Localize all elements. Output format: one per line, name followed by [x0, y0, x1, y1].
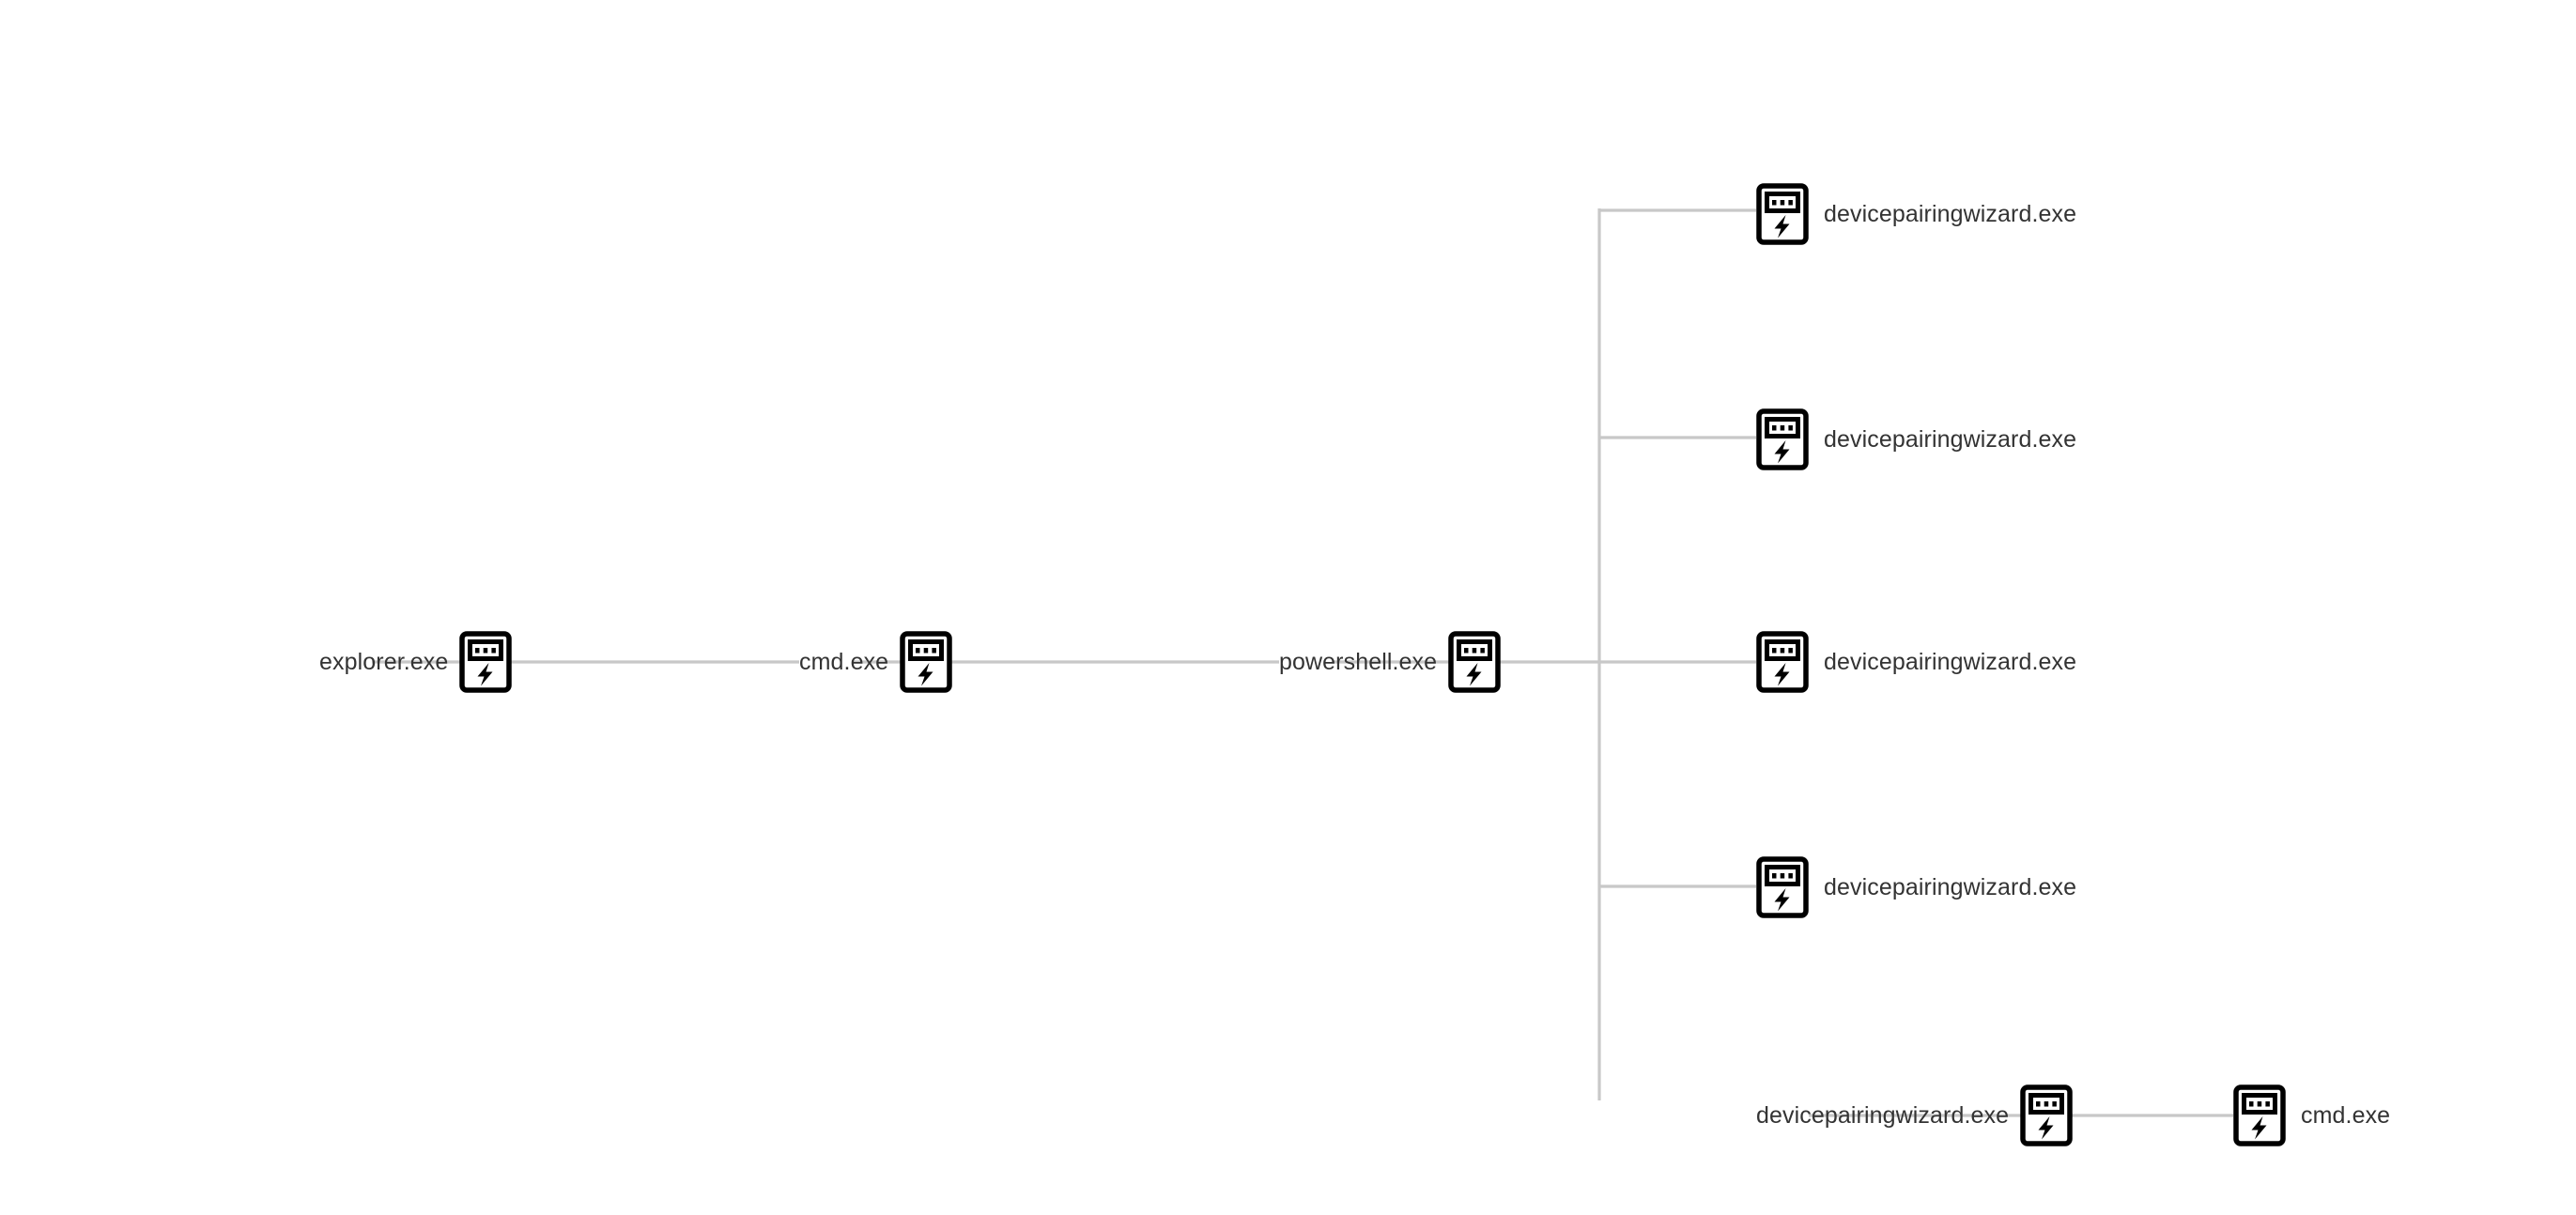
process-monitor-lightning-icon: [459, 631, 513, 693]
node-label: powershell.exe: [1279, 648, 1438, 675]
node-label: explorer.exe: [319, 648, 449, 675]
process-monitor-lightning-icon: [1448, 631, 1501, 693]
node-dpw-1[interactable]: devicepairingwizard.exe: [1756, 183, 2076, 245]
node-cmd-2[interactable]: cmd.exe: [2233, 1084, 2390, 1146]
node-label: devicepairingwizard.exe: [1824, 425, 2077, 453]
node-dpw-4[interactable]: devicepairingwizard.exe: [1756, 856, 2076, 918]
process-monitor-lightning-icon: [2233, 1084, 2286, 1146]
process-monitor-lightning-icon: [900, 631, 952, 693]
node-dpw-5[interactable]: devicepairingwizard.exe: [1756, 1084, 2073, 1146]
node-dpw-3[interactable]: devicepairingwizard.exe: [1756, 631, 2076, 693]
node-label: devicepairingwizard.exe: [1824, 200, 2077, 227]
process-monitor-lightning-icon: [1756, 408, 1809, 470]
node-label: devicepairingwizard.exe: [1824, 648, 2077, 675]
node-dpw-2[interactable]: devicepairingwizard.exe: [1756, 408, 2076, 470]
process-monitor-lightning-icon: [1756, 183, 1809, 245]
process-monitor-lightning-icon: [1756, 856, 1809, 918]
process-monitor-lightning-icon: [2020, 1084, 2073, 1146]
node-label: cmd.exe: [799, 648, 889, 675]
node-label: devicepairingwizard.exe: [1756, 1101, 2010, 1129]
node-cmd-1[interactable]: cmd.exe: [799, 631, 952, 693]
process-monitor-lightning-icon: [1756, 631, 1809, 693]
node-explorer[interactable]: explorer.exe: [319, 631, 513, 693]
node-label: devicepairingwizard.exe: [1824, 873, 2077, 900]
node-powershell[interactable]: powershell.exe: [1279, 631, 1501, 693]
node-label: cmd.exe: [2301, 1101, 2391, 1129]
